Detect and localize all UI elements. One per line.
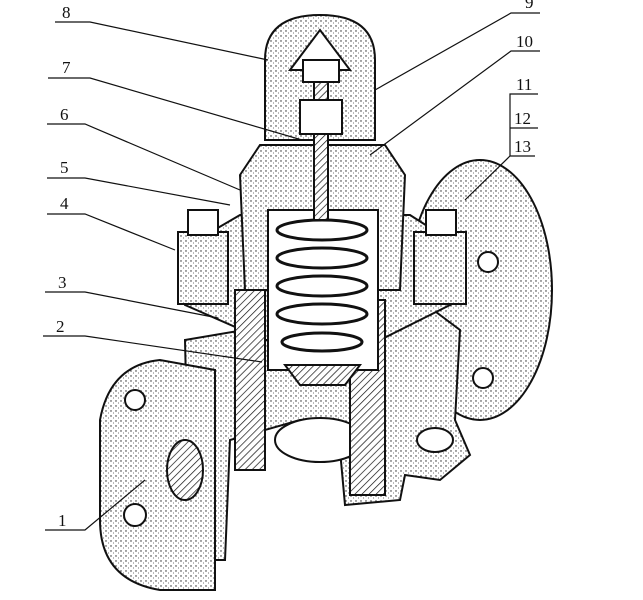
bolt-hole — [472, 367, 494, 389]
bolt-hole — [123, 503, 147, 527]
leader-6 — [47, 123, 241, 191]
leader-13 — [464, 155, 535, 201]
label-8: 8 — [62, 3, 71, 22]
valve-disc — [283, 364, 362, 386]
leader-1 — [45, 479, 146, 531]
leader-3 — [45, 291, 219, 319]
bolt-sleeve — [177, 231, 229, 305]
screw-head — [302, 59, 340, 83]
valve-drawing — [99, 13, 553, 591]
spring-coil — [275, 302, 369, 326]
leader-8 — [55, 21, 269, 61]
lock-nut — [299, 99, 343, 135]
left-flange — [99, 358, 216, 591]
leader-11 — [509, 93, 538, 156]
label-7: 7 — [62, 58, 71, 77]
bolt-sleeve — [413, 231, 467, 305]
spring-coil — [280, 331, 364, 353]
label-10: 10 — [516, 32, 533, 51]
spring-coil — [275, 246, 369, 270]
label-11: 11 — [516, 75, 532, 94]
label-4: 4 — [60, 194, 69, 213]
leader-5 — [47, 177, 231, 206]
label-9: 9 — [525, 0, 534, 12]
bolt-hole — [124, 389, 146, 411]
bolt-right — [413, 209, 467, 305]
leader-lines — [43, 12, 540, 531]
leader-10 — [369, 50, 540, 156]
inlet-bore — [166, 439, 204, 501]
bolt-nut — [187, 209, 219, 236]
part-labels: 8 7 6 5 4 3 2 1 9 10 11 12 13 — [56, 0, 534, 530]
label-12: 12 — [514, 109, 531, 128]
bolt-hole — [477, 251, 499, 273]
spring — [275, 218, 369, 353]
adjusting-screw — [313, 69, 329, 221]
label-2: 2 — [56, 317, 65, 336]
spring-coil — [275, 274, 369, 298]
label-6: 6 — [60, 105, 69, 124]
body-lug — [416, 427, 454, 453]
label-13: 13 — [514, 137, 531, 156]
label-3: 3 — [58, 273, 67, 292]
section-cut-left — [234, 289, 266, 471]
label-1: 1 — [58, 511, 67, 530]
label-5: 5 — [60, 158, 69, 177]
bolt-left — [177, 209, 229, 305]
leader-9 — [374, 12, 540, 91]
bolt-nut — [425, 209, 457, 236]
leader-4 — [47, 213, 176, 251]
leader-7 — [48, 77, 303, 141]
leader-2 — [43, 335, 263, 363]
